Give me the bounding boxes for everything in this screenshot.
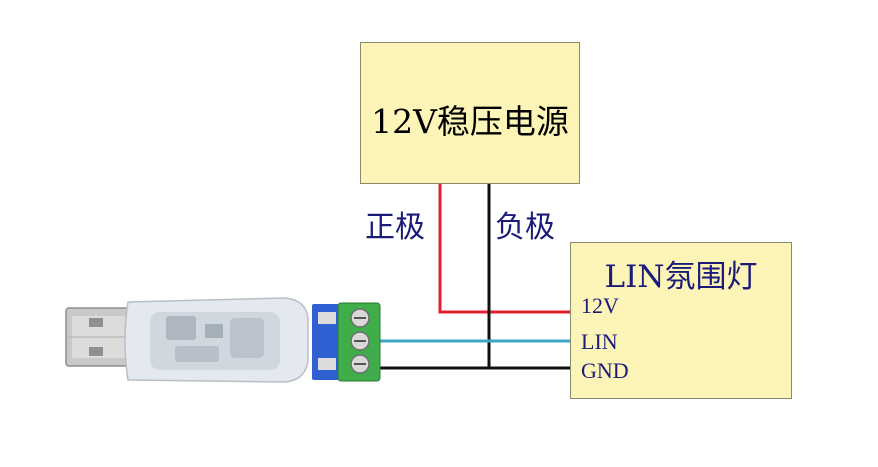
lin-ambient-light-title: LIN氛围灯 bbox=[604, 259, 758, 295]
screw-terminal-icon bbox=[337, 302, 381, 382]
positive-wire bbox=[438, 184, 572, 314]
lin-ambient-light-box: LIN氛围灯 12V LIN GND bbox=[570, 242, 792, 399]
power-supply-box: 12V稳压电源 bbox=[360, 42, 580, 184]
usb-lin-adapter bbox=[65, 297, 381, 383]
pin-12v-label: 12V bbox=[581, 293, 619, 318]
usb-plug-icon bbox=[65, 307, 133, 367]
power-supply-label: 12V稳压电源 bbox=[371, 102, 569, 141]
pin-lin-label: LIN bbox=[581, 329, 618, 354]
positive-wire-label: 正极 bbox=[365, 210, 425, 245]
negative-wire-label: 负极 bbox=[495, 210, 555, 245]
pin-gnd-label: GND bbox=[581, 358, 629, 383]
